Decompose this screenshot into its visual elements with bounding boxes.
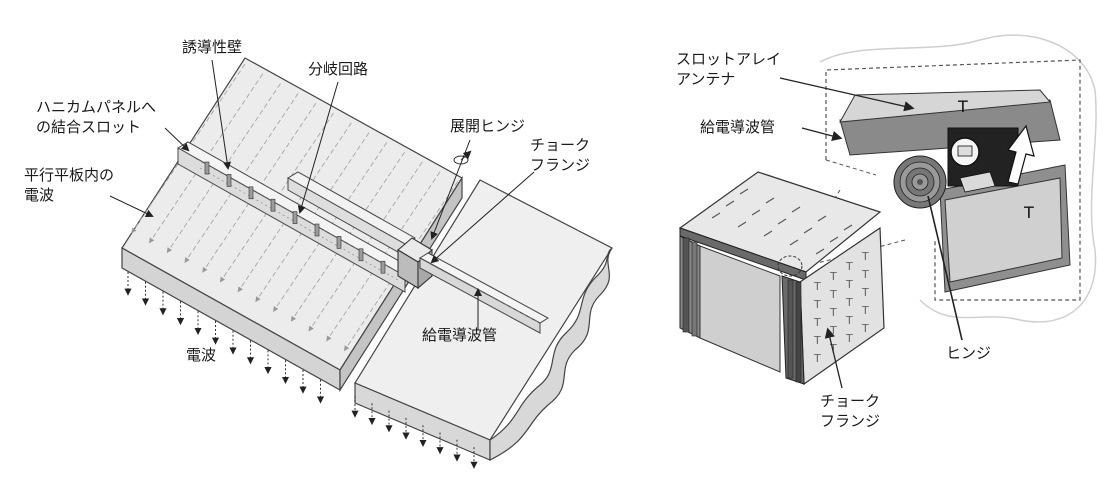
label-branch-circuit: 分岐回路 bbox=[308, 60, 368, 78]
slot-mark: T bbox=[845, 332, 853, 345]
slot-mark: T bbox=[861, 268, 869, 281]
label-deploy-hinge: 展開ヒンジ bbox=[450, 117, 525, 135]
panel-wave-arrows bbox=[131, 63, 459, 352]
label-choke-line1: チョーク bbox=[530, 136, 590, 154]
wave-arrow bbox=[255, 132, 370, 303]
svg-text:T: T bbox=[957, 97, 968, 116]
slot-mark: T bbox=[861, 304, 869, 317]
wave-arrow bbox=[273, 142, 388, 312]
slot-mark bbox=[737, 221, 747, 228]
wave-arrow bbox=[237, 122, 352, 293]
zoom-top-face bbox=[839, 89, 1051, 123]
inductive-wall-rib bbox=[226, 174, 232, 187]
slot-mark bbox=[815, 248, 825, 255]
svg-text:T: T bbox=[1023, 203, 1034, 222]
slot-mark: T bbox=[845, 260, 853, 273]
deploy-arrow-icon bbox=[1006, 124, 1035, 185]
slot-mark: T bbox=[845, 314, 853, 327]
wave-arrow bbox=[149, 73, 264, 244]
inductive-wall-rib bbox=[380, 260, 386, 274]
top-panel-slots bbox=[711, 188, 853, 255]
inductive-walls bbox=[204, 161, 386, 274]
label-inductive-wall: 誘導性壁 bbox=[182, 38, 242, 56]
slot-mark bbox=[725, 200, 735, 207]
label-choke-line1-right: チョーク bbox=[820, 392, 880, 410]
label-slot-array-line1: スロットアレイ bbox=[676, 50, 781, 68]
wave-arrow bbox=[219, 112, 334, 283]
inductive-wall-rib bbox=[314, 223, 320, 237]
slot-mark bbox=[803, 227, 813, 234]
inductive-wall-rib bbox=[336, 236, 342, 249]
slot-mark: T bbox=[829, 288, 837, 301]
slot-mark bbox=[829, 236, 839, 243]
wave-arrow bbox=[290, 151, 405, 322]
slot-mark: T bbox=[861, 286, 869, 299]
zoom-box bbox=[825, 59, 1081, 301]
wave-arrow bbox=[131, 63, 246, 234]
slot-mark bbox=[777, 218, 787, 225]
label-wave-line2: 電波 bbox=[24, 186, 54, 204]
wave-arrow bbox=[343, 181, 459, 352]
label-radio-wave: 電波 bbox=[186, 346, 216, 364]
wave-arrow bbox=[308, 161, 423, 332]
wave-arrow bbox=[326, 171, 441, 342]
antenna-side-face bbox=[699, 245, 781, 373]
zoom-lower-face bbox=[944, 177, 1063, 283]
slot-mark bbox=[765, 197, 775, 204]
label-wave-line1: 平行平板内の bbox=[24, 166, 114, 184]
label-feed-waveguide-right: 給電導波管 bbox=[700, 118, 775, 136]
slot-mark: T bbox=[845, 296, 853, 309]
inductive-wall-rib bbox=[248, 186, 254, 200]
inductive-wall-rib bbox=[204, 161, 210, 175]
wave-arrow bbox=[184, 93, 299, 263]
slot-mark: T bbox=[861, 322, 869, 335]
slot-mark: T bbox=[829, 306, 837, 319]
hinge-coil bbox=[893, 155, 947, 209]
label-slot-line1: ハニカムパネルへ bbox=[36, 98, 156, 116]
slot-mark: T bbox=[813, 352, 821, 365]
label-slot-line2: の結合スロット bbox=[36, 118, 141, 136]
blob-outline bbox=[819, 34, 1097, 323]
slot-mark: T bbox=[845, 278, 853, 291]
label-slot-array-line2: アンテナ bbox=[676, 70, 735, 88]
slot-mark bbox=[791, 206, 801, 213]
slot-mark: T bbox=[813, 316, 821, 329]
label-feed-waveguide: 給電導波管 bbox=[422, 326, 497, 344]
slot-mark: T bbox=[829, 270, 837, 283]
label-choke-line2: フランジ bbox=[530, 156, 590, 174]
label-hinge: ヒンジ bbox=[946, 344, 991, 362]
radiated-wave-arrows bbox=[124, 272, 478, 469]
label-choke-line2-right: フランジ bbox=[820, 412, 880, 430]
slot-mark bbox=[711, 212, 721, 219]
wave-arrow bbox=[166, 83, 281, 254]
slot-mark: T bbox=[861, 250, 869, 263]
slot-mark bbox=[789, 239, 799, 246]
slot-mark bbox=[817, 215, 827, 222]
slot-mark bbox=[843, 224, 853, 231]
slot-mark bbox=[739, 188, 749, 195]
slot-mark: T bbox=[813, 334, 821, 347]
inductive-wall-rib bbox=[292, 211, 298, 224]
slot-mark: T bbox=[829, 324, 837, 337]
slot-mark: T bbox=[813, 280, 821, 293]
slot-mark bbox=[763, 230, 773, 237]
choke-flange-marker bbox=[777, 255, 803, 277]
slot-mark bbox=[751, 209, 761, 216]
left-diagram: 誘導性壁 分岐回路 ハニカムパネルへ の結合スロット 展開ヒンジ チョーク フラ… bbox=[24, 38, 613, 469]
inductive-wall-rib bbox=[358, 248, 364, 262]
wave-arrow bbox=[202, 102, 317, 273]
right-panel-torn-edge bbox=[489, 247, 613, 461]
slot-mark: T bbox=[813, 298, 821, 311]
inductive-wall-rib bbox=[270, 198, 276, 212]
